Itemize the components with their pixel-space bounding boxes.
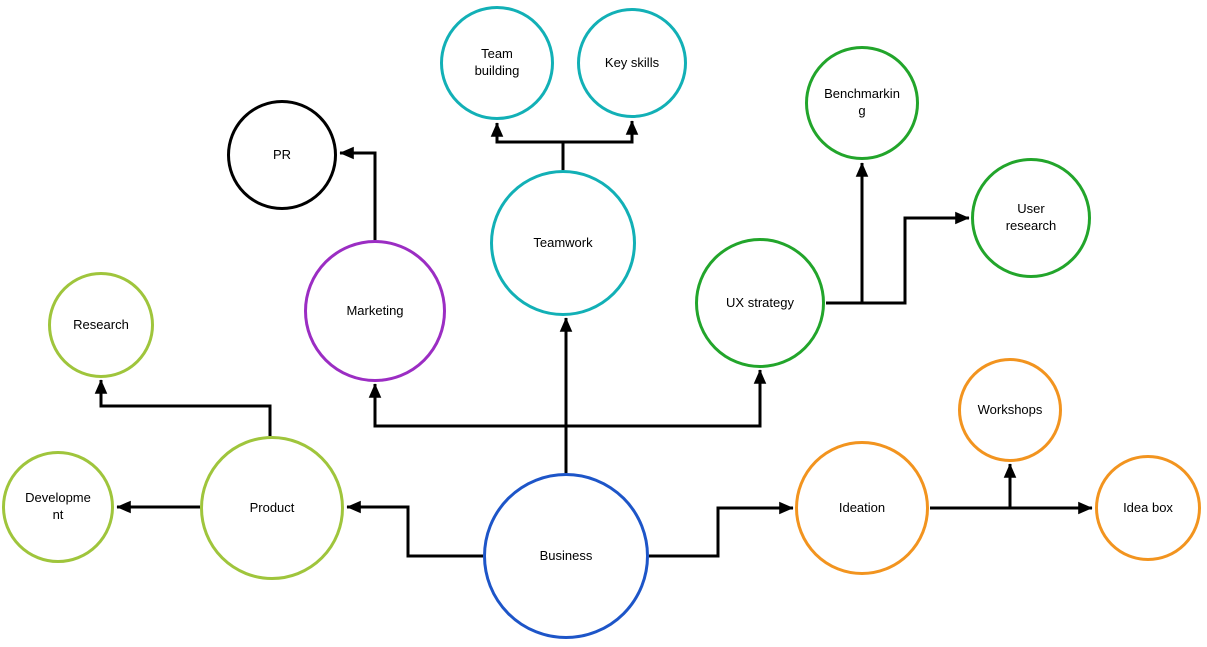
edge-business--ux-strategy: [566, 369, 767, 428]
edge-teamwork--key-skills: [561, 120, 639, 170]
node-label: Product: [249, 499, 295, 515]
node-product[interactable]: Product: [200, 436, 344, 580]
node-label: Marketing: [346, 302, 404, 318]
node-label: Key skills: [604, 54, 660, 70]
node-development[interactable]: Development: [2, 451, 114, 563]
node-ux-strategy[interactable]: UX strategy: [695, 238, 825, 368]
node-marketing[interactable]: Marketing: [304, 240, 446, 382]
edge-ux-strategy--user-research: [826, 211, 970, 305]
node-business[interactable]: Business: [483, 473, 649, 639]
node-key-skills[interactable]: Key skills: [577, 8, 687, 118]
node-label: Research: [73, 316, 129, 332]
node-label: Development: [25, 490, 91, 522]
node-label: Team building: [474, 46, 520, 78]
node-team-building[interactable]: Team building: [440, 6, 554, 120]
node-label: Benchmarking: [824, 86, 900, 118]
node-label: Idea box: [1123, 499, 1173, 515]
node-research[interactable]: Research: [48, 272, 154, 378]
node-ideation[interactable]: Ideation: [795, 441, 929, 575]
node-label: PR: [272, 146, 292, 162]
node-label: Teamwork: [533, 234, 593, 250]
node-user-research[interactable]: User research: [971, 158, 1091, 278]
node-label: User research: [1005, 201, 1057, 233]
node-benchmarking[interactable]: Benchmarking: [805, 46, 919, 160]
edge-ideation--workshops: [930, 463, 1017, 510]
node-label: Workshops: [977, 401, 1043, 417]
node-teamwork[interactable]: Teamwork: [490, 170, 636, 316]
edge-product--research: [94, 379, 272, 436]
node-label: UX strategy: [726, 294, 794, 310]
edge-ux-strategy--benchmarking: [826, 162, 869, 305]
edge-marketing--pr: [339, 146, 377, 240]
edge-business--ideation: [649, 501, 794, 558]
node-workshops[interactable]: Workshops: [958, 358, 1062, 462]
edge-business--product: [346, 500, 483, 558]
edge-business--marketing: [368, 383, 566, 428]
node-label: Business: [539, 547, 593, 563]
node-pr[interactable]: PR: [227, 100, 337, 210]
node-idea-box[interactable]: Idea box: [1095, 455, 1201, 561]
edge-teamwork--team-building: [490, 122, 565, 170]
node-label: Ideation: [838, 499, 886, 515]
